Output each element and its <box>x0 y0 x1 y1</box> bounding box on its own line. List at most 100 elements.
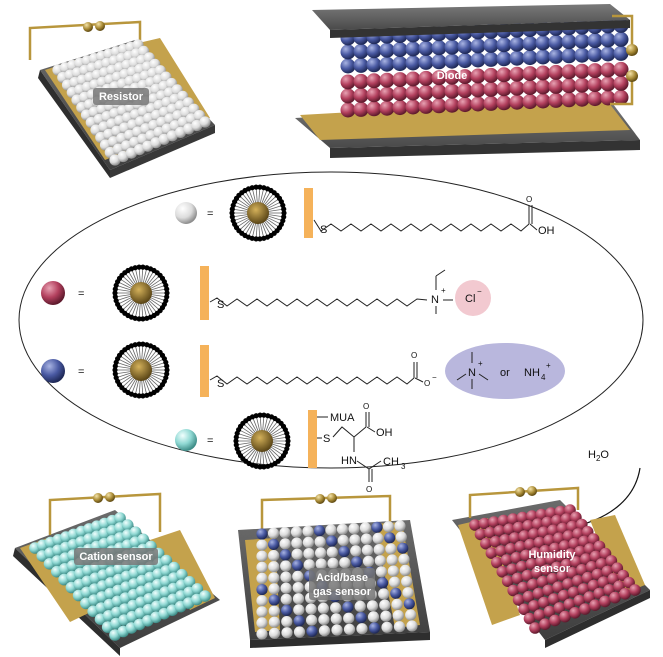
ligand-chain <box>134 344 140 361</box>
humidity-nanoparticle <box>496 566 509 578</box>
diode-nanoparticle <box>418 40 434 56</box>
diode-nanoparticle <box>366 73 382 89</box>
blue-o-charge: − <box>432 373 437 382</box>
ligand-chain <box>149 281 165 290</box>
humidity-nanoparticle <box>485 547 498 559</box>
ligand-chain <box>265 416 272 432</box>
diode-nanoparticle <box>535 93 551 109</box>
diode-nanoparticle <box>470 82 486 98</box>
ligand-chain <box>117 358 133 367</box>
humidity-nanoparticle <box>573 594 586 607</box>
acidbase-nanoparticle <box>293 615 305 627</box>
diode-nanoparticle <box>587 63 603 79</box>
ligand-chain <box>148 275 161 287</box>
ligand-headgroup <box>281 206 287 212</box>
ligand-chain <box>146 272 158 286</box>
ligand-chain <box>238 219 251 231</box>
ligand-chain <box>242 423 255 435</box>
cyan-ch3-sub: 3 <box>401 462 406 471</box>
acidbase-nanoparticle <box>315 547 327 559</box>
cation-nanoparticle <box>121 519 134 531</box>
diode-nanoparticle <box>340 74 356 90</box>
ligand-chain <box>115 365 132 369</box>
humidity-electrode-left <box>458 518 520 625</box>
humidity-nanoparticle <box>554 550 567 563</box>
resistor-label: Resistor <box>99 91 144 103</box>
humidity-nanoparticle <box>522 590 535 603</box>
humidity-nanoparticle <box>521 569 534 582</box>
acidbase-nanoparticle <box>330 613 342 625</box>
humidity-nanoparticle <box>556 569 569 582</box>
diode-nanoparticle <box>392 56 408 72</box>
ligand-headgroup <box>136 316 142 322</box>
diode-nanoparticle <box>405 41 421 57</box>
diode-nanoparticle <box>561 78 577 94</box>
acidbase-nanoparticle <box>359 522 372 534</box>
diode-nanoparticle <box>444 39 460 55</box>
ligand-chain <box>238 444 254 453</box>
ligand-chain <box>115 371 132 375</box>
diode-nanoparticle <box>379 42 395 58</box>
cation-nanoparticle <box>168 561 180 574</box>
diode-nanoparticle <box>574 33 590 49</box>
diode-nanoparticle-stack <box>340 17 629 118</box>
diode-nanoparticle <box>509 66 525 82</box>
ligand-headgroup <box>253 413 259 419</box>
diode-nanoparticle <box>535 49 551 65</box>
acidbase-nanoparticle <box>314 536 326 548</box>
ligand-chain <box>150 372 166 379</box>
humidity-nanoparticle <box>512 594 525 606</box>
humidity-nanoparticle <box>528 600 540 612</box>
ligand-chain <box>150 295 166 302</box>
acidbase-nanoparticle <box>338 546 350 558</box>
ligand-chain <box>150 288 167 292</box>
white-oh: OH <box>538 225 555 237</box>
red-s-atom: S <box>217 299 224 311</box>
cation-nanoparticle <box>129 526 142 538</box>
diode-contact-top <box>626 44 638 56</box>
humidity-nanoparticle <box>548 593 560 605</box>
humidity-nanoparticle <box>518 530 531 542</box>
acidbase-nanoparticle <box>336 523 349 535</box>
ligand-chain <box>150 284 166 291</box>
acidbase-nanoparticle <box>378 588 390 600</box>
humidity-nanoparticle <box>527 578 539 591</box>
ligand-chain <box>138 379 141 396</box>
acidbase-nanoparticle <box>268 594 280 606</box>
acidbase-nanoparticle <box>268 538 280 551</box>
diode-nanoparticle <box>548 92 564 108</box>
ligand-chain <box>266 449 276 464</box>
ligand-headgroup <box>257 184 263 190</box>
ligand-headgroup <box>132 342 138 348</box>
humidity-nanoparticle <box>480 537 492 550</box>
acidbase-nanoparticle <box>280 593 292 605</box>
diode-nanoparticle <box>548 78 564 94</box>
white-s-atom: S <box>320 224 327 236</box>
ligand-chain <box>269 423 282 435</box>
acidbase-nanoparticle <box>279 549 291 561</box>
ligand-chain <box>240 426 254 436</box>
ligand-chain <box>266 216 282 225</box>
ligand-chain <box>245 420 257 434</box>
ligand-chain <box>127 270 137 285</box>
ligand-chain <box>150 361 166 368</box>
acidbase-nanoparticle <box>402 587 414 599</box>
humidity-nanoparticle <box>550 561 563 574</box>
ligand-headgroup <box>164 286 170 292</box>
humidity-nanoparticle <box>557 589 570 602</box>
humidity-nanoparticle <box>522 520 534 532</box>
white-o-atom: O <box>526 195 532 204</box>
diode-nanoparticle <box>457 69 473 85</box>
diode-nanoparticle <box>483 51 499 67</box>
ligand-chain <box>238 429 254 438</box>
ligand-headgroup <box>261 235 267 241</box>
diode-nanoparticle <box>444 69 460 85</box>
resistor-nanoparticle <box>199 116 211 128</box>
acidbase-nanoparticle <box>256 572 268 585</box>
acidbase-nanoparticle <box>343 612 355 624</box>
ligand-chain <box>266 201 282 210</box>
white-equals: = <box>207 208 213 220</box>
ligand-chain <box>148 299 161 311</box>
diode-nanoparticle <box>496 37 512 53</box>
ligand-chain <box>271 436 288 440</box>
